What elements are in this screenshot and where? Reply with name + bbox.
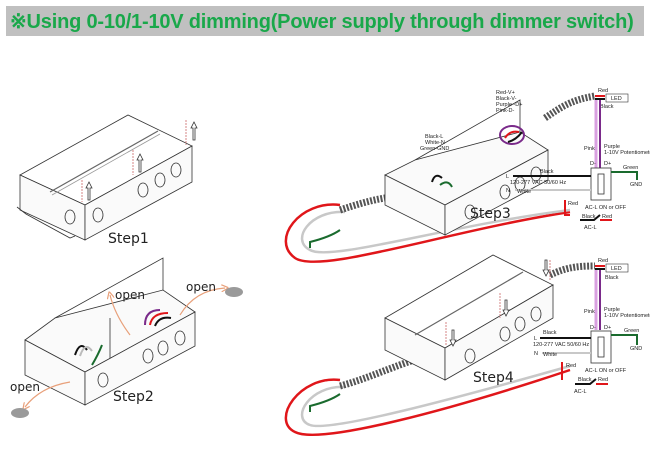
svg-text:LED: LED <box>611 96 622 102</box>
svg-text:L: L <box>534 336 537 342</box>
svg-text:GND: GND <box>630 182 642 188</box>
knockout-plug-icon <box>11 408 29 418</box>
svg-text:Pink-D-: Pink-D- <box>496 108 515 114</box>
svg-text:N: N <box>534 351 538 357</box>
open-label: open <box>10 380 40 394</box>
step1-label: Step1 <box>108 231 149 247</box>
svg-text:Red: Red <box>566 363 576 369</box>
step4-wire-loops <box>284 364 571 436</box>
step2-wires <box>74 309 172 366</box>
svg-text:GND: GND <box>630 346 642 352</box>
svg-text:D+: D+ <box>604 161 611 167</box>
title-banner: ※Using 0-10/1-10V dimming(Power supply t… <box>6 6 644 36</box>
svg-text:LED: LED <box>611 266 622 272</box>
svg-text:Black-V-: Black-V- <box>496 96 517 102</box>
open-label: open <box>115 288 145 302</box>
svg-text:Green-GND: Green-GND <box>420 146 449 152</box>
step4-green-wire <box>309 393 341 412</box>
step4-junction-box <box>384 254 554 381</box>
step1-screw-arrows <box>81 120 198 202</box>
step4-flex-conduit-out <box>548 262 596 279</box>
svg-text:D+: D+ <box>604 325 611 331</box>
svg-text:Black: Black <box>578 377 592 383</box>
svg-text:Black: Black <box>543 330 557 336</box>
svg-text:Red: Red <box>598 258 608 264</box>
svg-text:1-10V Potentiometer: 1-10V Potentiometer <box>604 150 650 156</box>
step3-wire-nuts <box>431 125 525 188</box>
step3-wire-loops <box>284 203 571 263</box>
svg-text:AC-L ON or OFF: AC-L ON or OFF <box>585 368 627 374</box>
step4-dimmer-wiring: LED Red Black Pink Purple 1-10V Potentio… <box>533 258 650 395</box>
svg-text:D-: D- <box>590 325 596 331</box>
svg-text:Black: Black <box>582 214 596 220</box>
svg-text:1-10V Potentiometer: 1-10V Potentiometer <box>604 313 650 319</box>
svg-text:Black: Black <box>600 104 614 110</box>
svg-text:Pink: Pink <box>584 146 595 152</box>
step2-junction-box <box>24 257 196 406</box>
svg-text:AC-L ON or OFF: AC-L ON or OFF <box>585 205 627 211</box>
svg-text:White-N: White-N <box>425 140 445 146</box>
svg-text:Black-L: Black-L <box>425 134 443 140</box>
svg-text:Red: Red <box>598 377 608 383</box>
svg-text:D-: D- <box>590 161 596 167</box>
svg-text:Pink: Pink <box>584 309 595 315</box>
svg-text:Red: Red <box>568 201 578 207</box>
svg-text:Purple -D+: Purple -D+ <box>496 102 522 108</box>
step3-flex-conduit-out <box>543 92 596 121</box>
step1-junction-box <box>16 114 193 241</box>
step4-screw-arrows <box>445 259 551 347</box>
open-label: open <box>186 280 216 294</box>
svg-text:Green: Green <box>624 328 639 334</box>
knockout-plug-icon <box>225 287 243 297</box>
svg-text:Green: Green <box>623 165 638 171</box>
step3-green-wire <box>309 229 341 248</box>
svg-text:Black: Black <box>605 275 619 281</box>
svg-text:Red: Red <box>598 88 608 94</box>
svg-text:Purple: Purple <box>604 144 620 150</box>
step2-open-arrows <box>25 288 225 407</box>
step2-label: Step2 <box>113 389 154 405</box>
svg-text:AC-L: AC-L <box>584 225 597 231</box>
step4-label: Step4 <box>473 370 514 386</box>
step3-flex-conduit <box>338 191 426 214</box>
svg-text:Black: Black <box>540 169 554 175</box>
svg-text:Red: Red <box>602 214 612 220</box>
led-icon <box>605 93 629 103</box>
led-icon <box>605 263 629 273</box>
svg-text:120-277 VAC 50/60 Hz: 120-277 VAC 50/60 Hz <box>510 180 566 186</box>
svg-text:120-277 VAC 50/60 Hz: 120-277 VAC 50/60 Hz <box>533 342 589 348</box>
svg-text:White: White <box>543 352 557 358</box>
svg-text:AC-L: AC-L <box>574 389 587 395</box>
step3-box-labels: Black-L White-N Green-GND Red-V+ Black-V… <box>420 90 522 152</box>
step3-dimmer-wiring: LED Red Black Pink Purple 1-10V Potentio… <box>506 88 650 231</box>
svg-text:L: L <box>506 174 509 180</box>
svg-text:N: N <box>506 188 510 194</box>
svg-text:Purple: Purple <box>604 307 620 313</box>
svg-text:Red-V+: Red-V+ <box>496 90 515 96</box>
step3-label: Step3 <box>470 206 511 222</box>
page-title: ※Using 0-10/1-10V dimming(Power supply t… <box>10 11 634 33</box>
step3-junction-box <box>384 99 549 236</box>
svg-text:White: White <box>517 189 531 195</box>
